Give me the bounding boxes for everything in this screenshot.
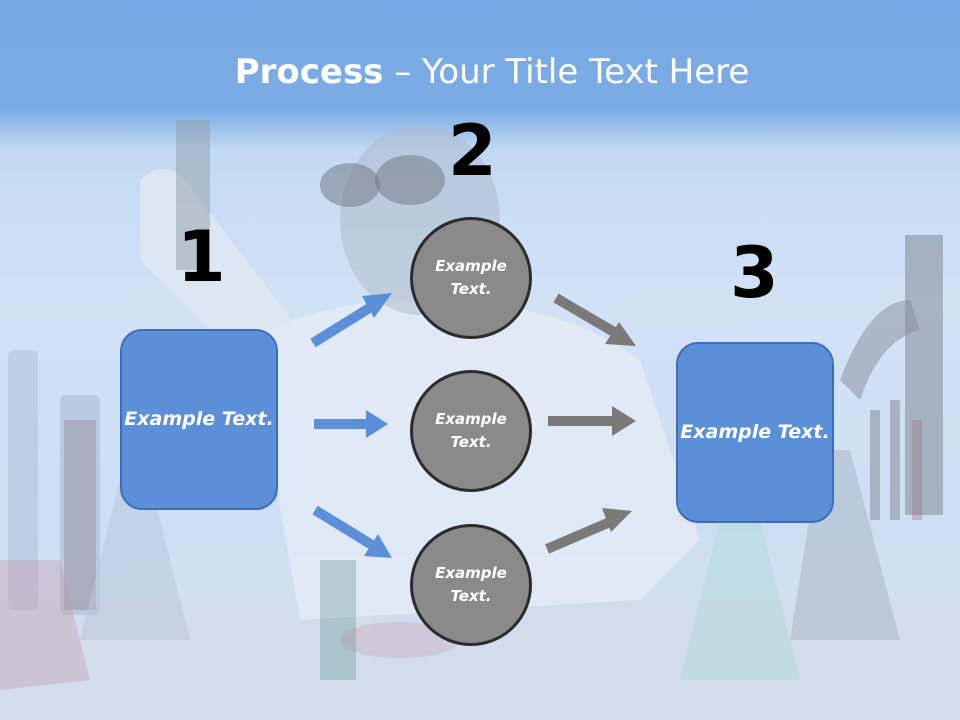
step-1-text: Example Text. bbox=[124, 408, 274, 430]
step-1-box: Example Text. bbox=[120, 329, 278, 510]
circle-middle-text: Example Text. bbox=[435, 410, 507, 451]
title-bold: Process bbox=[234, 52, 384, 92]
step-number-2: 2 bbox=[448, 110, 497, 192]
blue-arrow-right bbox=[314, 410, 388, 438]
step-3-text: Example Text. bbox=[680, 421, 830, 443]
gray-arrow-right bbox=[548, 406, 636, 436]
circle-middle: Example Text. bbox=[410, 370, 532, 492]
blue-arrow-down bbox=[312, 505, 392, 558]
step-3-box: Example Text. bbox=[676, 342, 834, 523]
step-number-3: 3 bbox=[730, 232, 779, 314]
circle-top-text: Example Text. bbox=[435, 257, 507, 298]
circle-bottom: Example Text. bbox=[410, 524, 532, 646]
gray-arrow-down bbox=[553, 293, 636, 346]
slide-title: Process – Your Title Text Here bbox=[0, 52, 960, 92]
gray-arrow-up bbox=[545, 508, 632, 554]
circle-bottom-text: Example Text. bbox=[435, 564, 507, 605]
circle-top: Example Text. bbox=[410, 217, 532, 339]
title-rest: – Your Title Text Here bbox=[383, 52, 750, 92]
blue-arrow-up bbox=[310, 293, 392, 348]
step-number-1: 1 bbox=[177, 216, 226, 298]
